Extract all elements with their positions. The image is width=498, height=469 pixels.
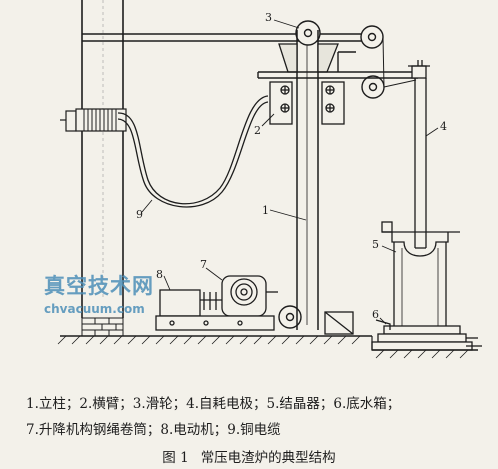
label-6: 6 [372,308,379,321]
figure-caption: 图 1 常压电渣炉的典型结构 [0,446,498,466]
cable-clamp [60,108,127,132]
pulley-lower [361,75,385,99]
legend-line-2: 7.升降机构钢绳卷筒；8.电动机；9.铜电缆 [26,422,281,438]
figure-number: 图 1 [162,450,189,466]
consumable-electrode [414,78,427,249]
figure-title: 常压电渣炉的典型结构 [200,450,336,466]
watermark-site-name: 真空技术网 [44,273,154,298]
label-4: 4 [440,120,447,133]
legend-line-1: 1.立柱；2.横臂；3.滑轮；4.自耗电极；5.结晶器；6.底水箱； [26,396,401,412]
cross-arm [257,51,418,79]
label-1: 1 [262,204,269,217]
label-8: 8 [156,268,163,281]
steel-rope [382,36,417,88]
leader-lines [141,19,439,325]
left-column [81,0,124,318]
label-3: 3 [265,11,272,24]
electrode-holder [408,60,430,79]
pulley-base [278,305,302,329]
label-5: 5 [372,238,379,251]
pulley-top [295,20,321,46]
pulley-right [360,25,384,49]
main-upright [296,30,319,330]
watermark-url: chvacuum.com [44,302,145,316]
motor-drum-assembly [155,275,278,331]
base-guide-block [324,311,354,335]
label-2: 2 [254,124,261,137]
foundation-brick [81,317,124,337]
label-9: 9 [136,208,143,221]
ground [57,335,478,359]
carriage [269,43,345,125]
copper-cable [117,95,269,205]
bottom-water-tank [371,319,482,351]
crystallizer [381,221,460,330]
top-beam [82,33,372,42]
label-7: 7 [200,258,207,271]
